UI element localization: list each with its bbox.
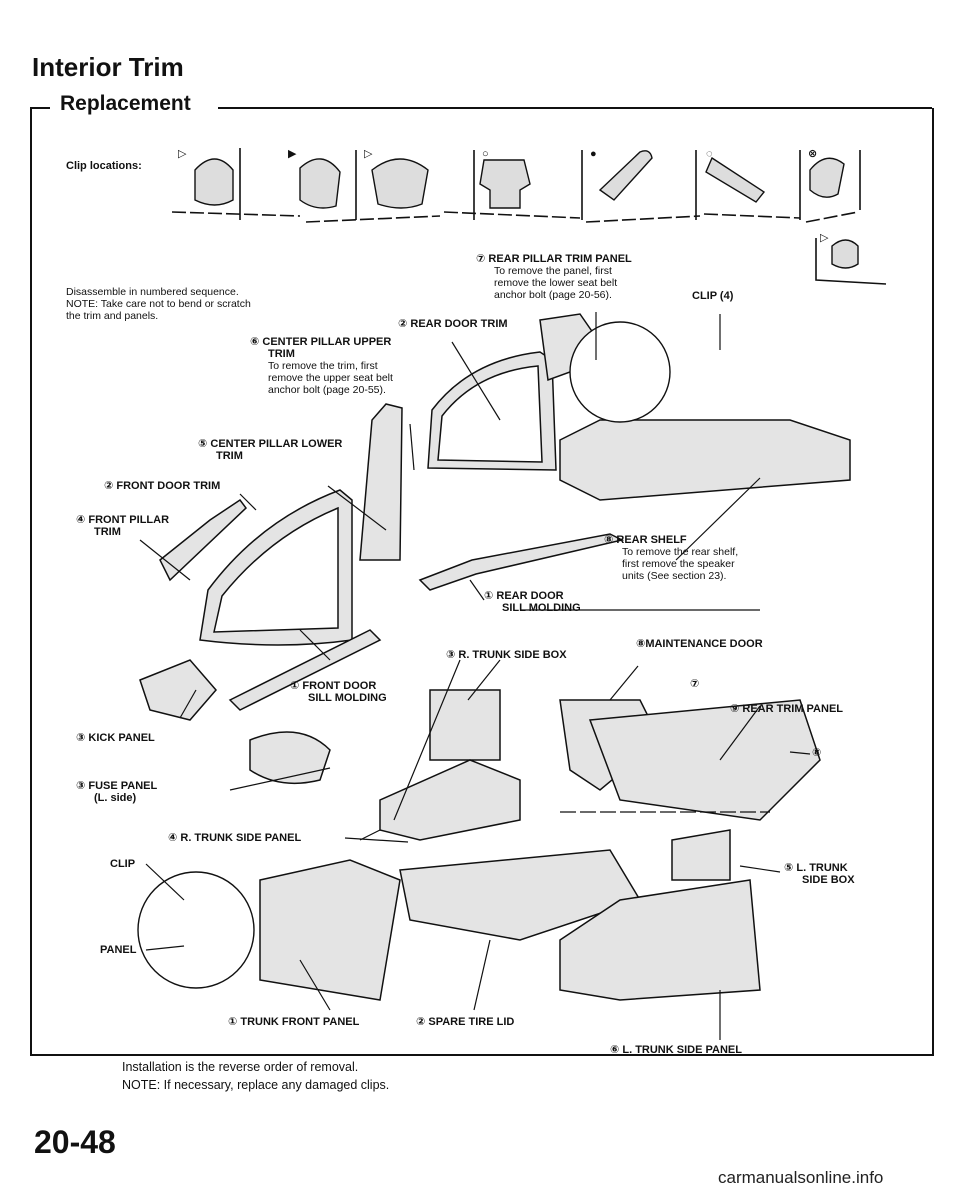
- rear-pillar-trim-note: To remove the panel, first: [494, 265, 612, 277]
- clip-marker: ○: [482, 148, 489, 160]
- clip-marker: ▷: [820, 232, 829, 244]
- page-number: 20-48: [34, 1124, 116, 1160]
- center-pillar-upper-note: To remove the trim, first: [268, 360, 378, 372]
- center-pillar-upper-label: TRIM: [268, 348, 295, 360]
- l-trunk-side-panel-label: ⑥ L. TRUNK SIDE PANEL: [610, 1044, 742, 1056]
- page-title: Interior Trim: [32, 52, 184, 82]
- fuse-panel-label: ③ FUSE PANEL: [76, 780, 158, 792]
- center-pillar-lower-label: ⑤ CENTER PILLAR LOWER: [198, 438, 343, 450]
- section-title: Replacement: [56, 92, 195, 116]
- l-trunk-side-box-label: ⑤ L. TRUNK: [784, 862, 848, 874]
- clip-detail-label: CLIP: [110, 858, 136, 870]
- rear-door-trim-label: ② REAR DOOR TRIM: [398, 318, 508, 330]
- clip-marker: ●: [590, 148, 597, 160]
- front-door-sill-label: ① FRONT DOOR: [290, 680, 377, 692]
- watermark: carmanualsonline.info: [718, 1168, 884, 1187]
- installation-note: Installation is the reverse order of rem…: [122, 1060, 359, 1074]
- trunk-front-panel-label: ① TRUNK FRONT PANEL: [228, 1016, 360, 1028]
- front-pillar-trim-label: TRIM: [94, 526, 121, 538]
- clip-marker: ◌: [706, 148, 713, 160]
- frame-top-edge-left: [30, 107, 50, 109]
- kick-panel-label: ③ KICK PANEL: [76, 732, 155, 744]
- rear-door-sill-label: SILL MOLDING: [502, 602, 581, 614]
- r-trunk-side-box-label: ③ R. TRUNK SIDE BOX: [446, 649, 567, 661]
- clip-marker: ▷: [364, 148, 373, 160]
- clip-marker: ⊗: [808, 148, 818, 160]
- clip-icons: [194, 150, 859, 269]
- intro-line-1: Disassemble in numbered sequence.: [66, 286, 239, 298]
- rear-shelf-label: ⑧ REAR SHELF: [604, 534, 687, 546]
- center-pillar-lower-label: TRIM: [216, 450, 243, 462]
- spare-tire-lid-label: ② SPARE TIRE LID: [416, 1016, 515, 1028]
- front-door-sill-label: SILL MOLDING: [308, 692, 387, 704]
- panel-detail-label: PANEL: [100, 944, 137, 956]
- fuse-panel-label: (L. side): [94, 792, 137, 804]
- l-trunk-side-box-label: SIDE BOX: [802, 874, 855, 886]
- frame-top-edge-right: [218, 107, 932, 109]
- trim-parts: [139, 313, 851, 1001]
- maintenance-door-index: ⑧: [812, 747, 822, 759]
- rear-pillar-trim-note: remove the lower seat belt: [494, 277, 618, 289]
- clip-replacement-note: NOTE: If necessary, replace any damaged …: [122, 1078, 390, 1092]
- content-frame: [30, 108, 934, 1056]
- clip-4-label: CLIP (4): [692, 290, 734, 302]
- detail-circles: [137, 321, 671, 989]
- rear-door-sill-label: ① REAR DOOR: [484, 590, 564, 602]
- rear-pillar-trim-note: anchor bolt (page 20-56).: [494, 289, 612, 301]
- rear-shelf-note: To remove the rear shelf,: [622, 546, 739, 558]
- clip-locations-label: Clip locations:: [66, 160, 142, 172]
- clip-marker: ▶: [288, 148, 297, 160]
- front-door-trim-label: ② FRONT DOOR TRIM: [104, 480, 221, 492]
- clip-strip: [171, 148, 887, 285]
- intro-line-2: NOTE: Take care not to bend or scratch: [66, 298, 251, 310]
- leader-lines: [139, 312, 811, 1040]
- center-pillar-upper-label: ⑥ CENTER PILLAR UPPER: [250, 336, 392, 348]
- center-pillar-upper-note: remove the upper seat belt: [268, 372, 393, 384]
- r-trunk-side-panel-label: ④ R. TRUNK SIDE PANEL: [168, 832, 302, 844]
- rear-shelf-note: units (See section 23).: [622, 570, 727, 582]
- maintenance-door-index: ⑦: [690, 678, 700, 690]
- rear-trim-panel-label: ⑨ REAR TRIM PANEL: [730, 703, 843, 715]
- clip-marker: ▷: [178, 148, 187, 160]
- intro-line-3: the trim and panels.: [66, 310, 159, 322]
- maintenance-door-label: ⑧MAINTENANCE DOOR: [636, 638, 763, 650]
- rear-shelf-note: first remove the speaker: [622, 558, 735, 570]
- center-pillar-upper-note: anchor bolt (page 20-55).: [268, 384, 386, 396]
- front-pillar-trim-label: ④ FRONT PILLAR: [76, 514, 170, 526]
- rear-pillar-trim-label: ⑦ REAR PILLAR TRIM PANEL: [476, 253, 632, 265]
